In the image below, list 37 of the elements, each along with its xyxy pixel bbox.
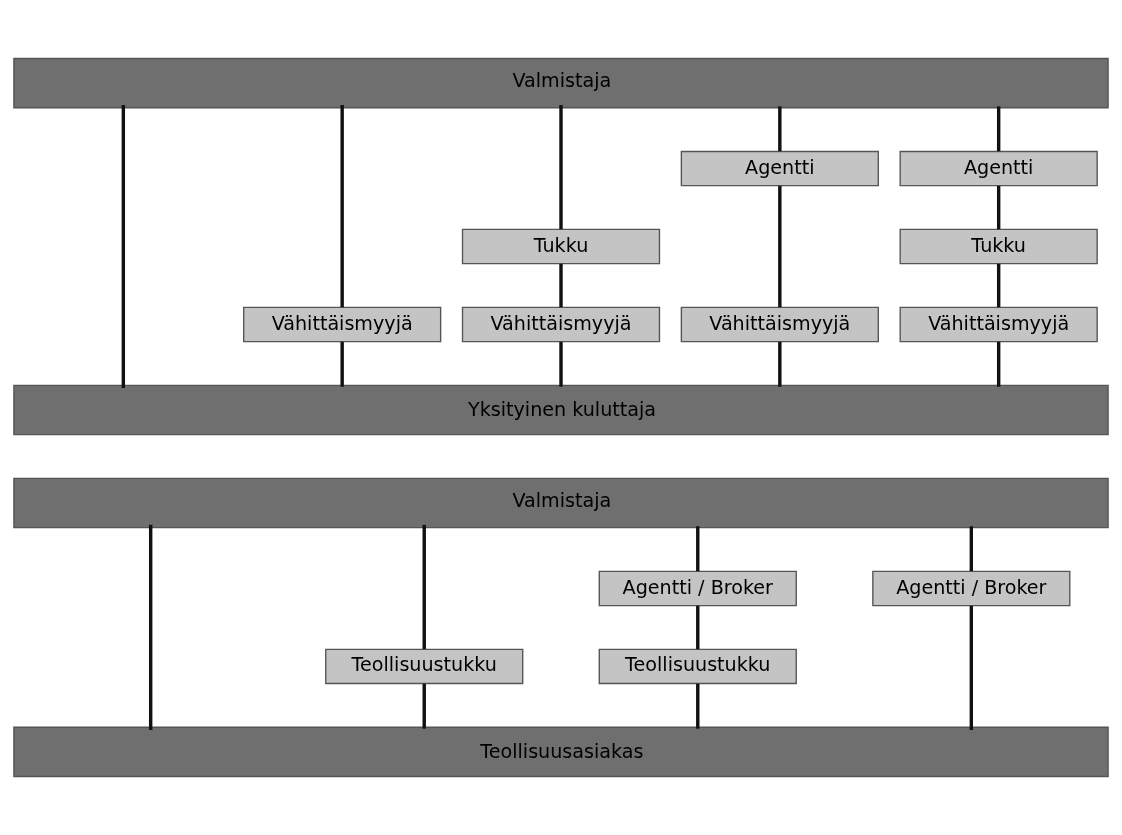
connector [996, 341, 1001, 387]
node-box: Valmistaja [13, 477, 1109, 529]
connector [340, 104, 344, 308]
connector [559, 341, 563, 387]
connector [778, 341, 782, 387]
node-box: Vähittäismyyjä [461, 306, 661, 343]
connector [696, 683, 700, 729]
node-box: Agentti / Broker [598, 570, 797, 607]
node-box: Agentti [680, 150, 879, 187]
connector [148, 524, 153, 731]
connector [969, 605, 974, 731]
node-box: Tukku [899, 228, 1098, 265]
connector [422, 683, 426, 729]
connector [340, 341, 344, 387]
node-box: Valmistaja [13, 57, 1109, 109]
node-box: Vähittäismyyjä [680, 306, 879, 343]
connector [778, 106, 782, 152]
connector [996, 106, 1001, 152]
connector [696, 605, 700, 650]
node-box: Teollisuustukku [598, 648, 797, 685]
node-box: Yksityinen kuluttaja [13, 384, 1109, 436]
node-box: Teollisuustukku [325, 648, 524, 685]
node-box: Vähittäismyyjä [243, 306, 442, 343]
node-box: Vähittäismyyjä [899, 306, 1098, 343]
node-box: Teollisuusasiakas [13, 726, 1109, 778]
connector [559, 263, 563, 308]
connector [696, 526, 700, 572]
connector [121, 104, 126, 389]
node-box: Agentti / Broker [872, 570, 1071, 607]
node-box: Tukku [461, 228, 661, 265]
connector [996, 185, 1001, 230]
node-box: Agentti [899, 150, 1098, 187]
connector [422, 524, 426, 650]
connector [778, 185, 782, 308]
connector [559, 104, 563, 230]
connector [969, 526, 974, 572]
connector [996, 263, 1001, 308]
